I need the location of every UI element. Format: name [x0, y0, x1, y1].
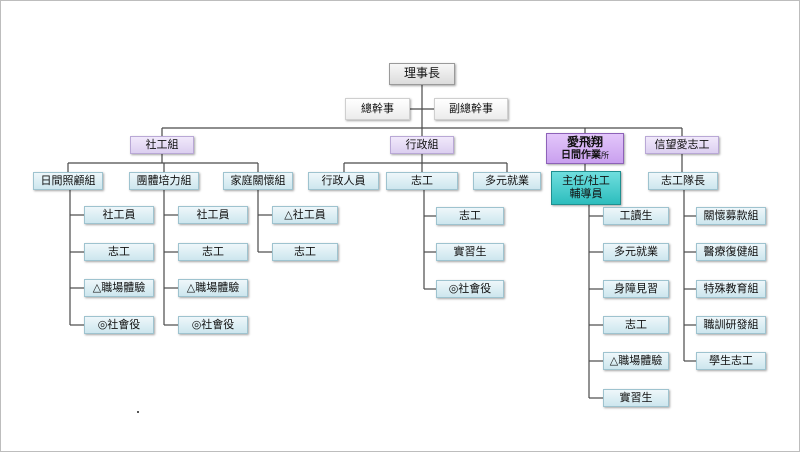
- workshop-subtitle: 日間作業所: [561, 150, 609, 162]
- empowerment-item: △職場體驗: [178, 279, 248, 297]
- admin-volunteer-item: 志工: [436, 207, 504, 225]
- node-day-care-group: 日間照顧組: [33, 172, 103, 190]
- node-workshop-director: 主任/社工 輔導員: [551, 171, 621, 205]
- day-care-item: ◎社會役: [84, 316, 154, 334]
- hope-volunteer-item: 特殊教育組: [696, 280, 766, 298]
- workshop-subtitle-text: 日間作業: [561, 149, 601, 161]
- hope-volunteer-item: 職訓研發組: [696, 316, 766, 334]
- workshop-item: 身障見習: [603, 280, 669, 298]
- empowerment-item: 志工: [178, 243, 248, 261]
- node-empowerment-group: 團體培力組: [129, 172, 199, 190]
- director-line-2: 輔導員: [569, 187, 603, 200]
- node-family-care-group: 家庭關懷組: [223, 172, 293, 190]
- empowerment-item: ◎社會役: [178, 316, 248, 334]
- node-volunteer-leader: 志工隊長: [648, 172, 718, 190]
- hope-volunteer-item: 學生志工: [696, 352, 766, 370]
- workshop-item: 志工: [603, 316, 669, 334]
- workshop-name: 愛飛翔: [566, 134, 603, 149]
- stray-dot: [137, 411, 139, 413]
- day-care-item: △職場體驗: [84, 279, 154, 297]
- hope-volunteer-item: 關懷募款組: [696, 207, 766, 225]
- day-care-item: 志工: [84, 243, 154, 261]
- admin-volunteer-item: ◎社會役: [436, 280, 504, 298]
- node-chairman: 理事長: [389, 63, 455, 85]
- empowerment-item: 社工員: [178, 206, 248, 224]
- node-general-manager: 總幹事: [345, 98, 410, 120]
- family-care-item: 志工: [272, 243, 338, 261]
- node-workshop: 愛飛翔 日間作業所: [546, 133, 624, 164]
- node-social-work-group: 社工組: [130, 136, 194, 154]
- node-deputy-general-manager: 副總幹事: [434, 98, 508, 120]
- node-admin-group: 行政組: [390, 136, 454, 154]
- workshop-item: 多元就業: [603, 243, 669, 261]
- node-admin-volunteer: 志工: [386, 172, 458, 190]
- workshop-subtitle-suffix: 所: [601, 150, 609, 160]
- workshop-item: △職場體驗: [603, 352, 669, 370]
- node-diverse-employment: 多元就業: [473, 172, 541, 190]
- node-admin-staff: 行政人員: [308, 172, 379, 190]
- workshop-item: 實習生: [603, 389, 669, 407]
- family-care-item: △社工員: [272, 206, 338, 224]
- admin-volunteer-item: 實習生: [436, 243, 504, 261]
- node-hope-volunteer: 信望愛志工: [645, 136, 719, 154]
- workshop-item: 工讀生: [603, 207, 669, 225]
- hope-volunteer-item: 醫療復健組: [696, 243, 766, 261]
- director-line-1: 主任/社工: [562, 174, 610, 188]
- day-care-item: 社工員: [84, 206, 154, 224]
